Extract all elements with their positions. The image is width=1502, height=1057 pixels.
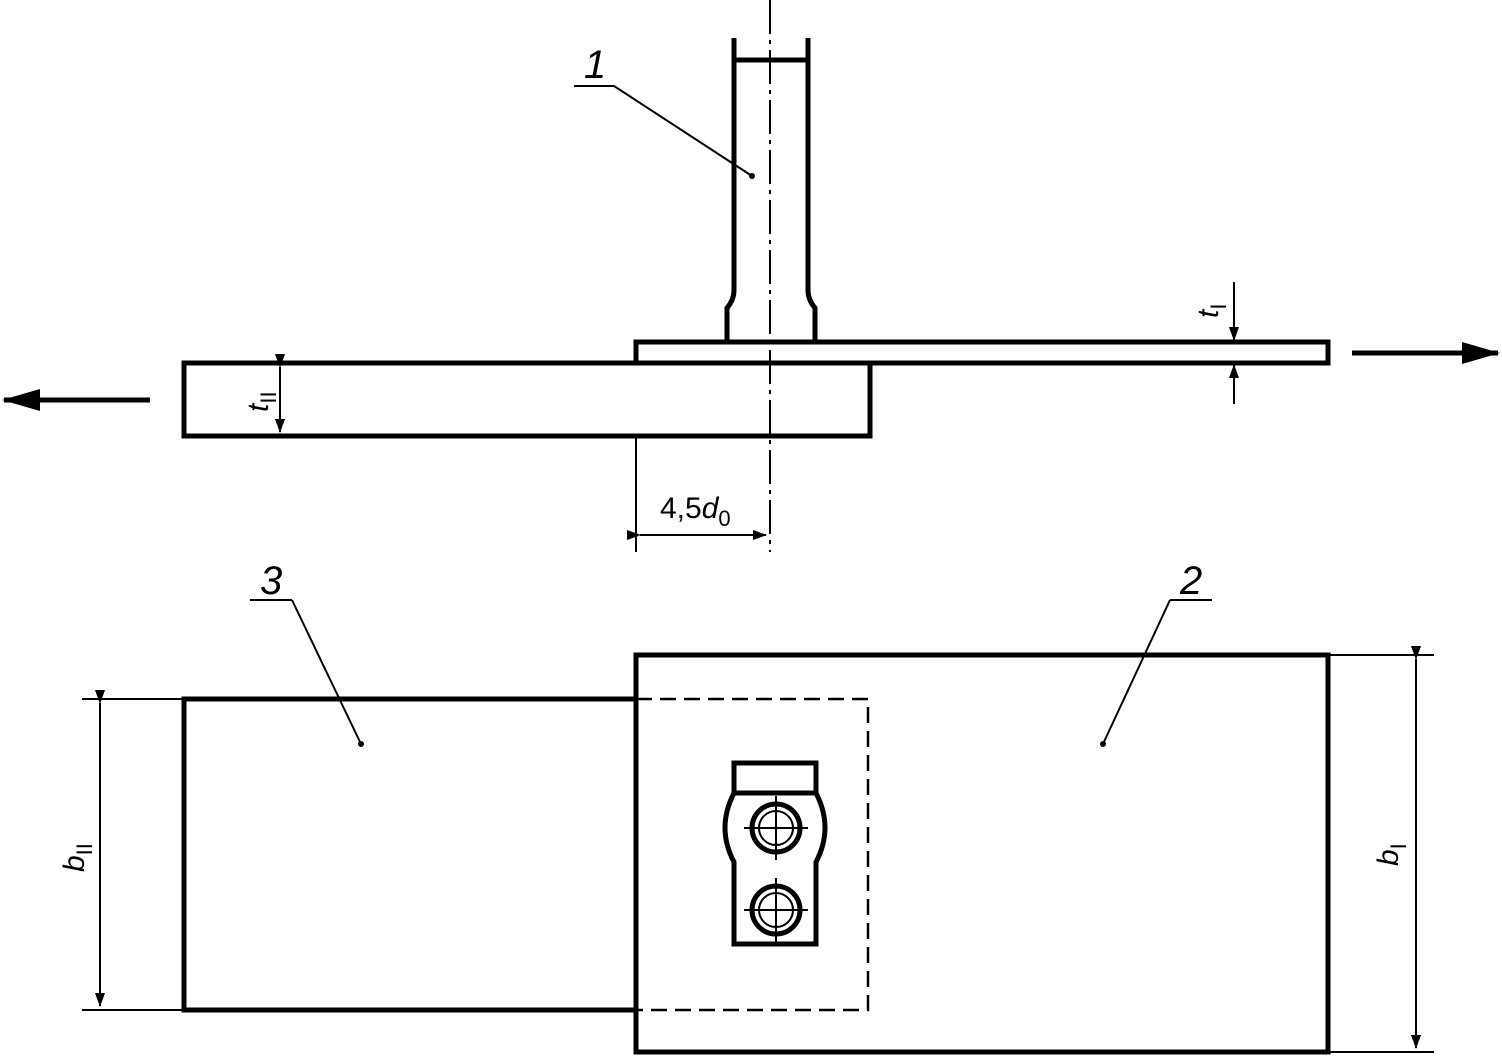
stud-body xyxy=(722,791,828,947)
callout-3-label: 3 xyxy=(260,559,282,603)
callout-2-label: 2 xyxy=(1179,559,1202,603)
thin-plate-plan xyxy=(633,652,1331,1055)
callout-3-dot xyxy=(358,741,364,747)
thick-plate-plan xyxy=(181,696,636,1013)
b1-dim-label: bI xyxy=(1372,843,1411,866)
callout-1-dot xyxy=(749,173,755,179)
thick-plate-hidden xyxy=(636,697,870,1012)
callout-1-leader xyxy=(613,85,753,177)
thin-plate-side xyxy=(633,339,1331,366)
stud-head xyxy=(731,760,819,796)
stud-top-view xyxy=(722,760,828,947)
distance-dim-label: 4,5d0 xyxy=(660,492,731,531)
callout-1-label: 1 xyxy=(584,43,606,87)
callout-3-leader xyxy=(291,599,362,745)
stud-outline xyxy=(724,38,818,342)
t2-dim-label: tII xyxy=(242,391,281,412)
side-view xyxy=(2,0,1500,552)
b2-dim-label: bII xyxy=(58,843,97,872)
callout-2-leader xyxy=(1102,599,1171,745)
callout-2-dot xyxy=(1100,741,1106,747)
plan-view xyxy=(82,599,1434,1055)
thick-plate-side xyxy=(181,360,873,439)
t1-dim-label: tI xyxy=(1192,304,1231,318)
